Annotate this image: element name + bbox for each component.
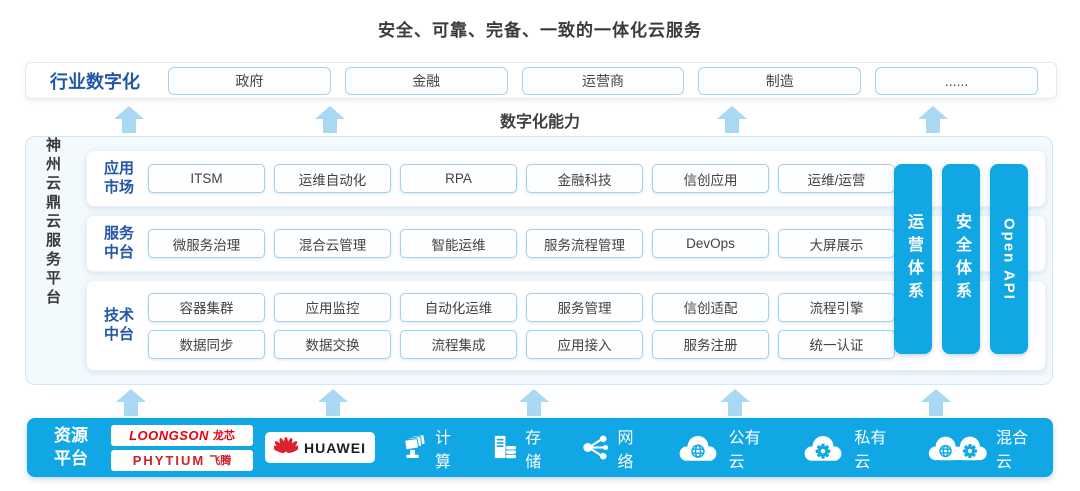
- up-arrow-icon: [921, 389, 951, 416]
- capability-box: RPA: [400, 164, 517, 193]
- up-arrow-icon: [116, 389, 146, 416]
- panel-label: 技术中台: [103, 306, 134, 343]
- capability-box: 运维自动化: [274, 164, 391, 193]
- private-cloud-icon: [799, 432, 847, 464]
- capability-box: 大屏展示: [778, 229, 895, 258]
- loongson-logo-text: LOONGSON: [129, 427, 209, 443]
- industry-box-more: ......: [875, 66, 1038, 95]
- hybrid-cloud-icon: [925, 432, 989, 464]
- resource-item-label: 混合云: [996, 429, 1029, 471]
- resource-item-label: 公有云: [728, 429, 761, 471]
- resource-bar: 资源平台 LOONGSON 龙芯 PHYTIUM 飞腾: [27, 418, 1053, 477]
- resource-item-network: 网络: [581, 424, 646, 472]
- compute-icon: [401, 434, 428, 461]
- phytium-cn-text: 飞腾: [209, 455, 232, 467]
- capability-box: 数据同步: [148, 329, 265, 359]
- panel-label: 服务中台: [103, 224, 134, 261]
- capability-box: ITSM: [148, 164, 265, 193]
- capability-box: 信创应用: [652, 164, 769, 193]
- huawei-chip: HUAWEI: [265, 432, 375, 463]
- huawei-flower-icon: [271, 435, 301, 460]
- phytium-logo-text: PHYTIUM: [132, 452, 206, 468]
- capability-button-row: 数据同步 数据交换 流程集成 应用接入 服务注册 统一认证: [148, 329, 895, 359]
- capability-box: 信创适配: [652, 292, 769, 322]
- phytium-chip: PHYTIUM 飞腾: [111, 449, 253, 471]
- vendor-chips: LOONGSON 龙芯 PHYTIUM 飞腾: [111, 424, 253, 471]
- resource-item-label: 私有云: [854, 429, 887, 471]
- resource-item-compute: 计算: [401, 424, 464, 472]
- panel-label: 应用市场: [103, 159, 134, 196]
- capability-button-row: 容器集群 应用监控 自动化运维 服务管理 信创适配 流程引擎: [148, 292, 895, 322]
- resource-item-hybrid-cloud: 混合云: [925, 424, 1039, 472]
- capability-box: 服务注册: [652, 329, 769, 359]
- resource-item-private-cloud: 私有云: [799, 424, 898, 472]
- resource-item-label: 存储: [525, 429, 542, 471]
- industry-row-label: 行业数字化: [50, 71, 140, 92]
- network-icon: [581, 433, 610, 462]
- industry-row: 行业数字化 政府 金融 运营商 制造 ......: [25, 62, 1057, 99]
- resource-item-storage: 存储: [491, 424, 554, 472]
- capability-box: 智能运维: [400, 229, 517, 258]
- industry-box-government: 政府: [168, 66, 331, 95]
- pillar-operation-system: 运营体系: [894, 164, 932, 354]
- capability-button-row: 微服务治理 混合云管理 智能运维 服务流程管理 DevOps 大屏展示: [148, 229, 895, 258]
- up-arrow-icon: [918, 106, 948, 133]
- capability-box: 数据交换: [274, 329, 391, 359]
- up-arrow-icon: [717, 106, 747, 133]
- capability-label: 数字化能力: [499, 114, 580, 131]
- resource-item-label: 计算: [435, 429, 452, 471]
- capability-box: 容器集群: [148, 292, 265, 322]
- industry-box-manufacturing: 制造: [698, 66, 862, 95]
- storage-icon: [491, 434, 518, 461]
- pillar-security-system: 安全体系: [942, 164, 980, 354]
- industry-box-finance: 金融: [344, 66, 508, 95]
- capability-box: 服务管理: [526, 292, 643, 322]
- industry-items: 政府 金融 运营商 制造 ......: [168, 66, 1038, 95]
- capability-box: 流程集成: [400, 329, 517, 359]
- loongson-chip: LOONGSON 龙芯: [111, 424, 253, 446]
- up-arrow-icon: [114, 106, 144, 133]
- resource-item-public-cloud: 公有云: [674, 424, 773, 472]
- up-arrow-icon: [315, 106, 345, 133]
- capability-box: 流程引擎: [778, 292, 895, 322]
- huawei-logo-text: HUAWEI: [304, 439, 366, 456]
- public-cloud-icon: [674, 432, 722, 464]
- up-arrow-icon: [318, 389, 348, 416]
- capability-button-row: ITSM 运维自动化 RPA 金融科技 信创应用 运维/运营: [148, 164, 895, 193]
- industry-box-operator: 运营商: [521, 66, 685, 95]
- capability-box: 自动化运维: [400, 292, 517, 322]
- up-arrow-icon: [519, 389, 549, 416]
- capability-box: 应用接入: [526, 329, 643, 359]
- capability-box: 运维/运营: [778, 164, 895, 193]
- loongson-cn-text: 龙芯: [212, 430, 235, 442]
- capability-box: 统一认证: [778, 329, 895, 359]
- capability-box: 应用监控: [274, 292, 391, 322]
- capability-box: 混合云管理: [274, 229, 391, 258]
- capability-box: 微服务治理: [148, 229, 265, 258]
- capability-box: 服务流程管理: [526, 229, 643, 258]
- up-arrow-icon: [720, 389, 750, 416]
- resource-items: 计算: [401, 424, 1039, 472]
- capability-box: DevOps: [652, 229, 769, 258]
- page-title: 安全、可靠、完备、一致的一体化云服务: [378, 21, 702, 40]
- capability-box: 金融科技: [526, 164, 643, 193]
- panel-service-platform: 服务中台 微服务治理 混合云管理 智能运维 服务流程管理 DevOps 大屏展示: [86, 215, 1046, 272]
- pillar-open-api: Open API: [990, 164, 1028, 354]
- resource-bar-label: 资源平台: [54, 425, 88, 468]
- panel-app-market: 应用市场 ITSM 运维自动化 RPA 金融科技 信创应用 运维/运营: [86, 150, 1046, 207]
- resource-item-label: 网络: [617, 429, 634, 471]
- platform-box: 神州云鼎云服务平台 应用市场 ITSM 运维自动化 RPA 金融科技 信创应用 …: [25, 136, 1053, 385]
- panel-tech-platform: 技术中台 容器集群 应用监控 自动化运维 服务管理 信创适配 流程引擎 数据同步…: [86, 280, 1046, 371]
- platform-side-title: 神州云鼎云服务平台: [44, 137, 61, 308]
